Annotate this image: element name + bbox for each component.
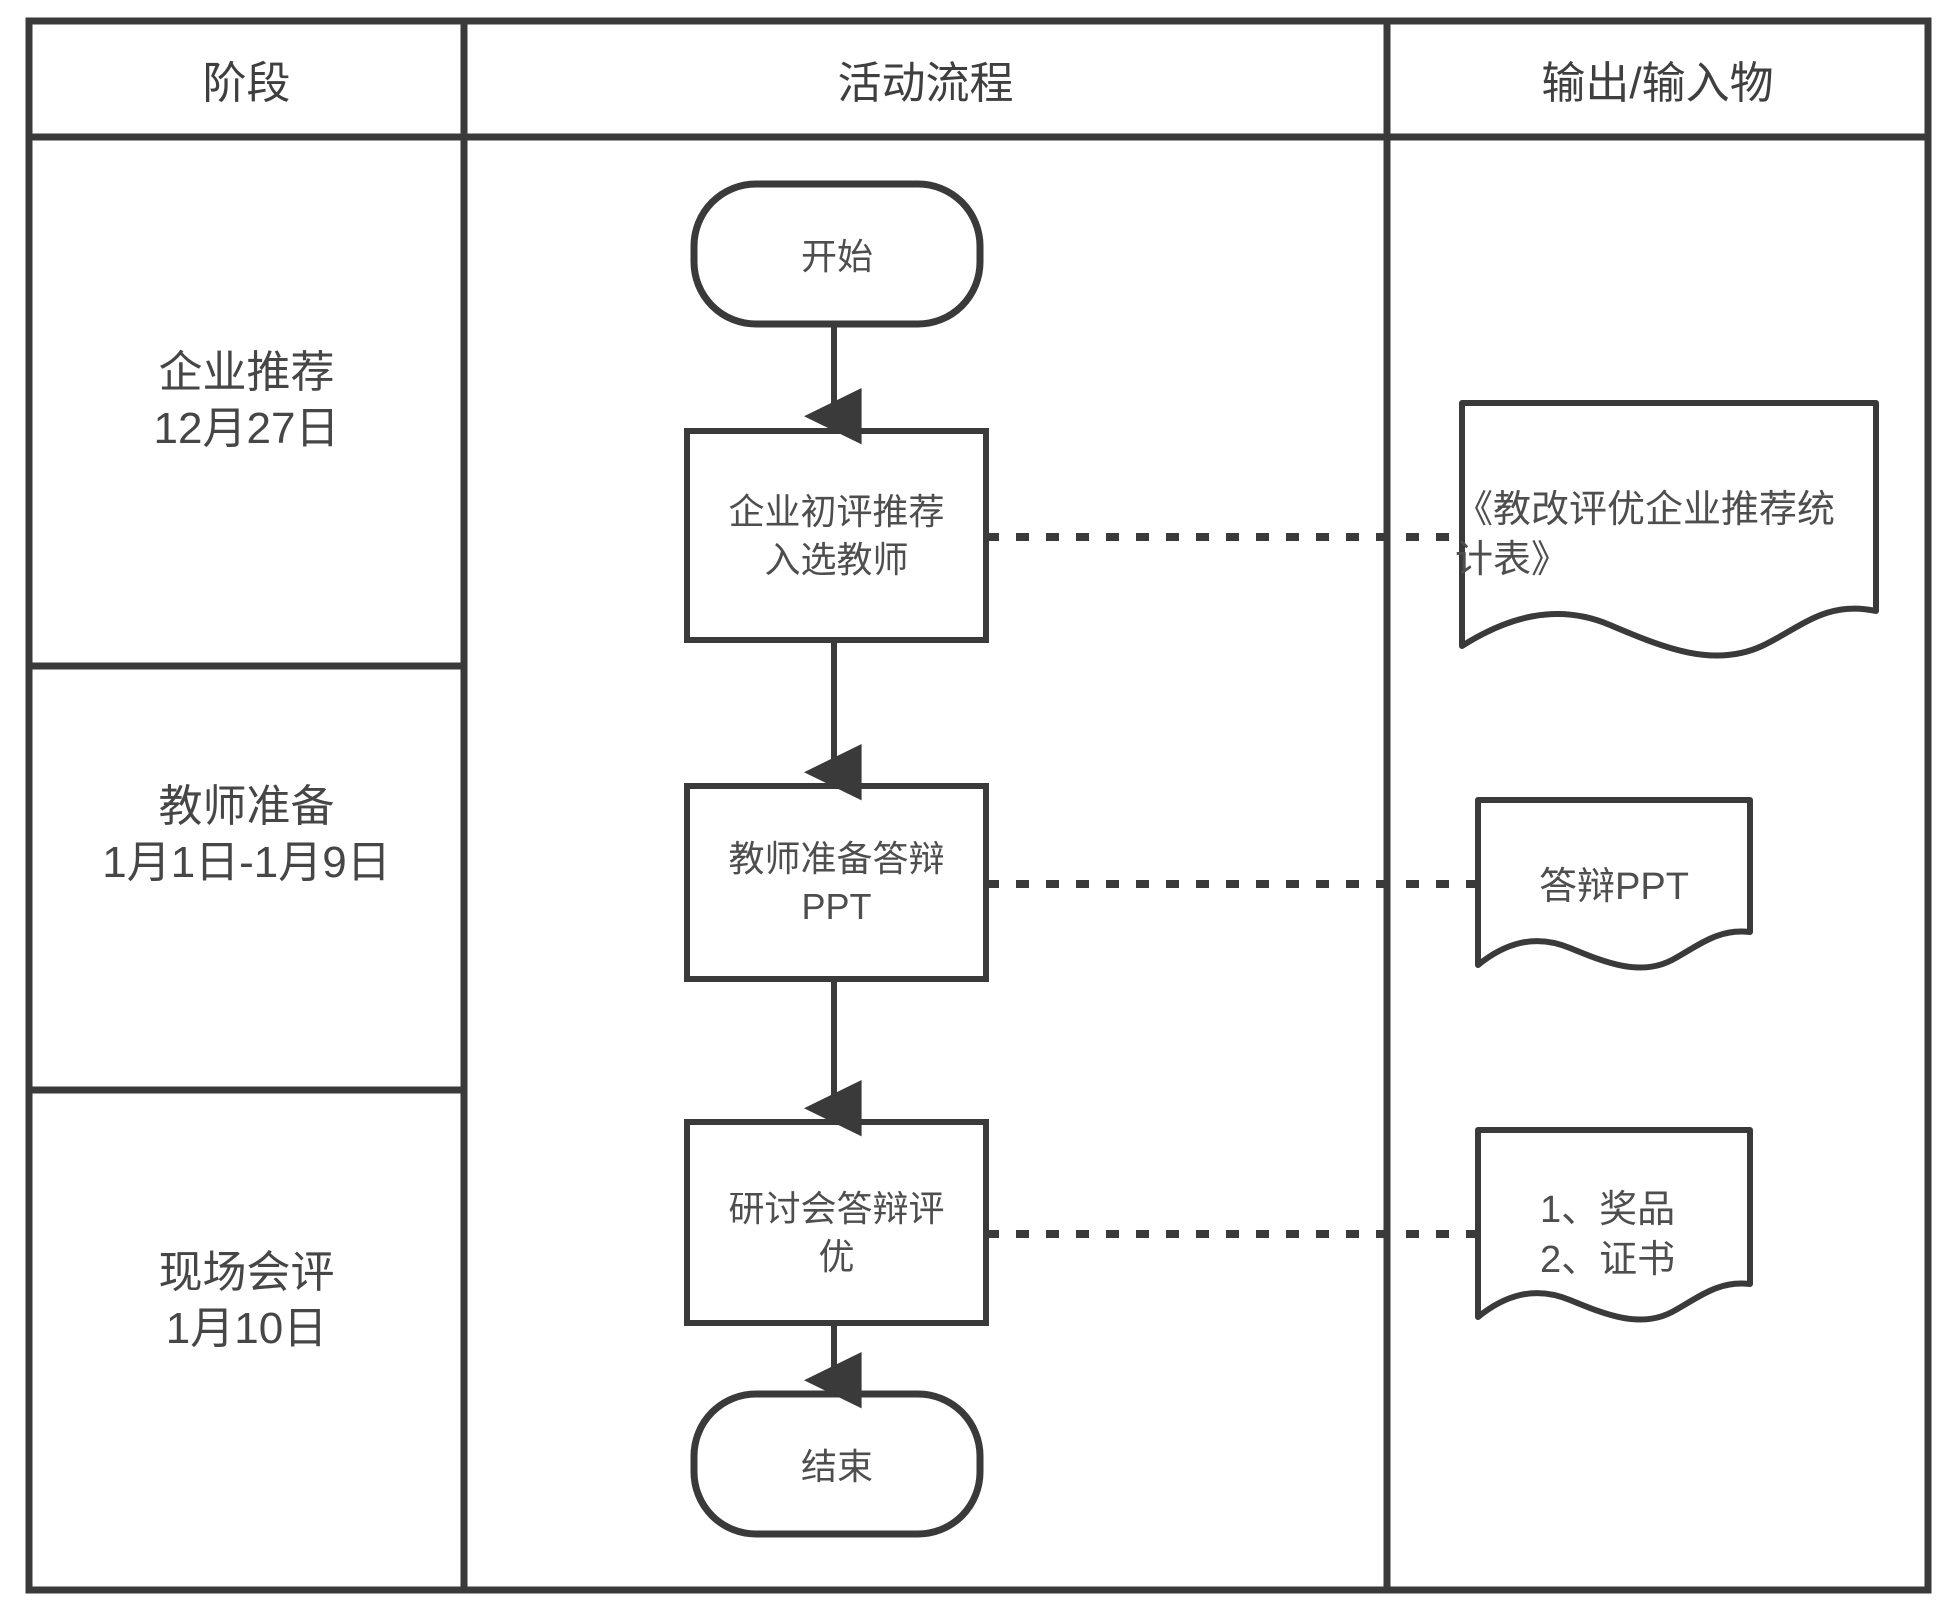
swimlane-table — [25, 17, 1932, 1594]
node-end-shape[interactable] — [690, 1390, 984, 1538]
document-3-shape[interactable] — [1475, 1127, 1753, 1323]
node-process-2-shape[interactable] — [684, 783, 989, 982]
document-1-shape[interactable] — [1459, 400, 1879, 659]
node-process-1-shape[interactable] — [684, 428, 989, 643]
node-start-shape[interactable] — [690, 180, 984, 328]
document-2-shape[interactable] — [1475, 797, 1753, 971]
node-process-3-shape[interactable] — [684, 1119, 989, 1326]
